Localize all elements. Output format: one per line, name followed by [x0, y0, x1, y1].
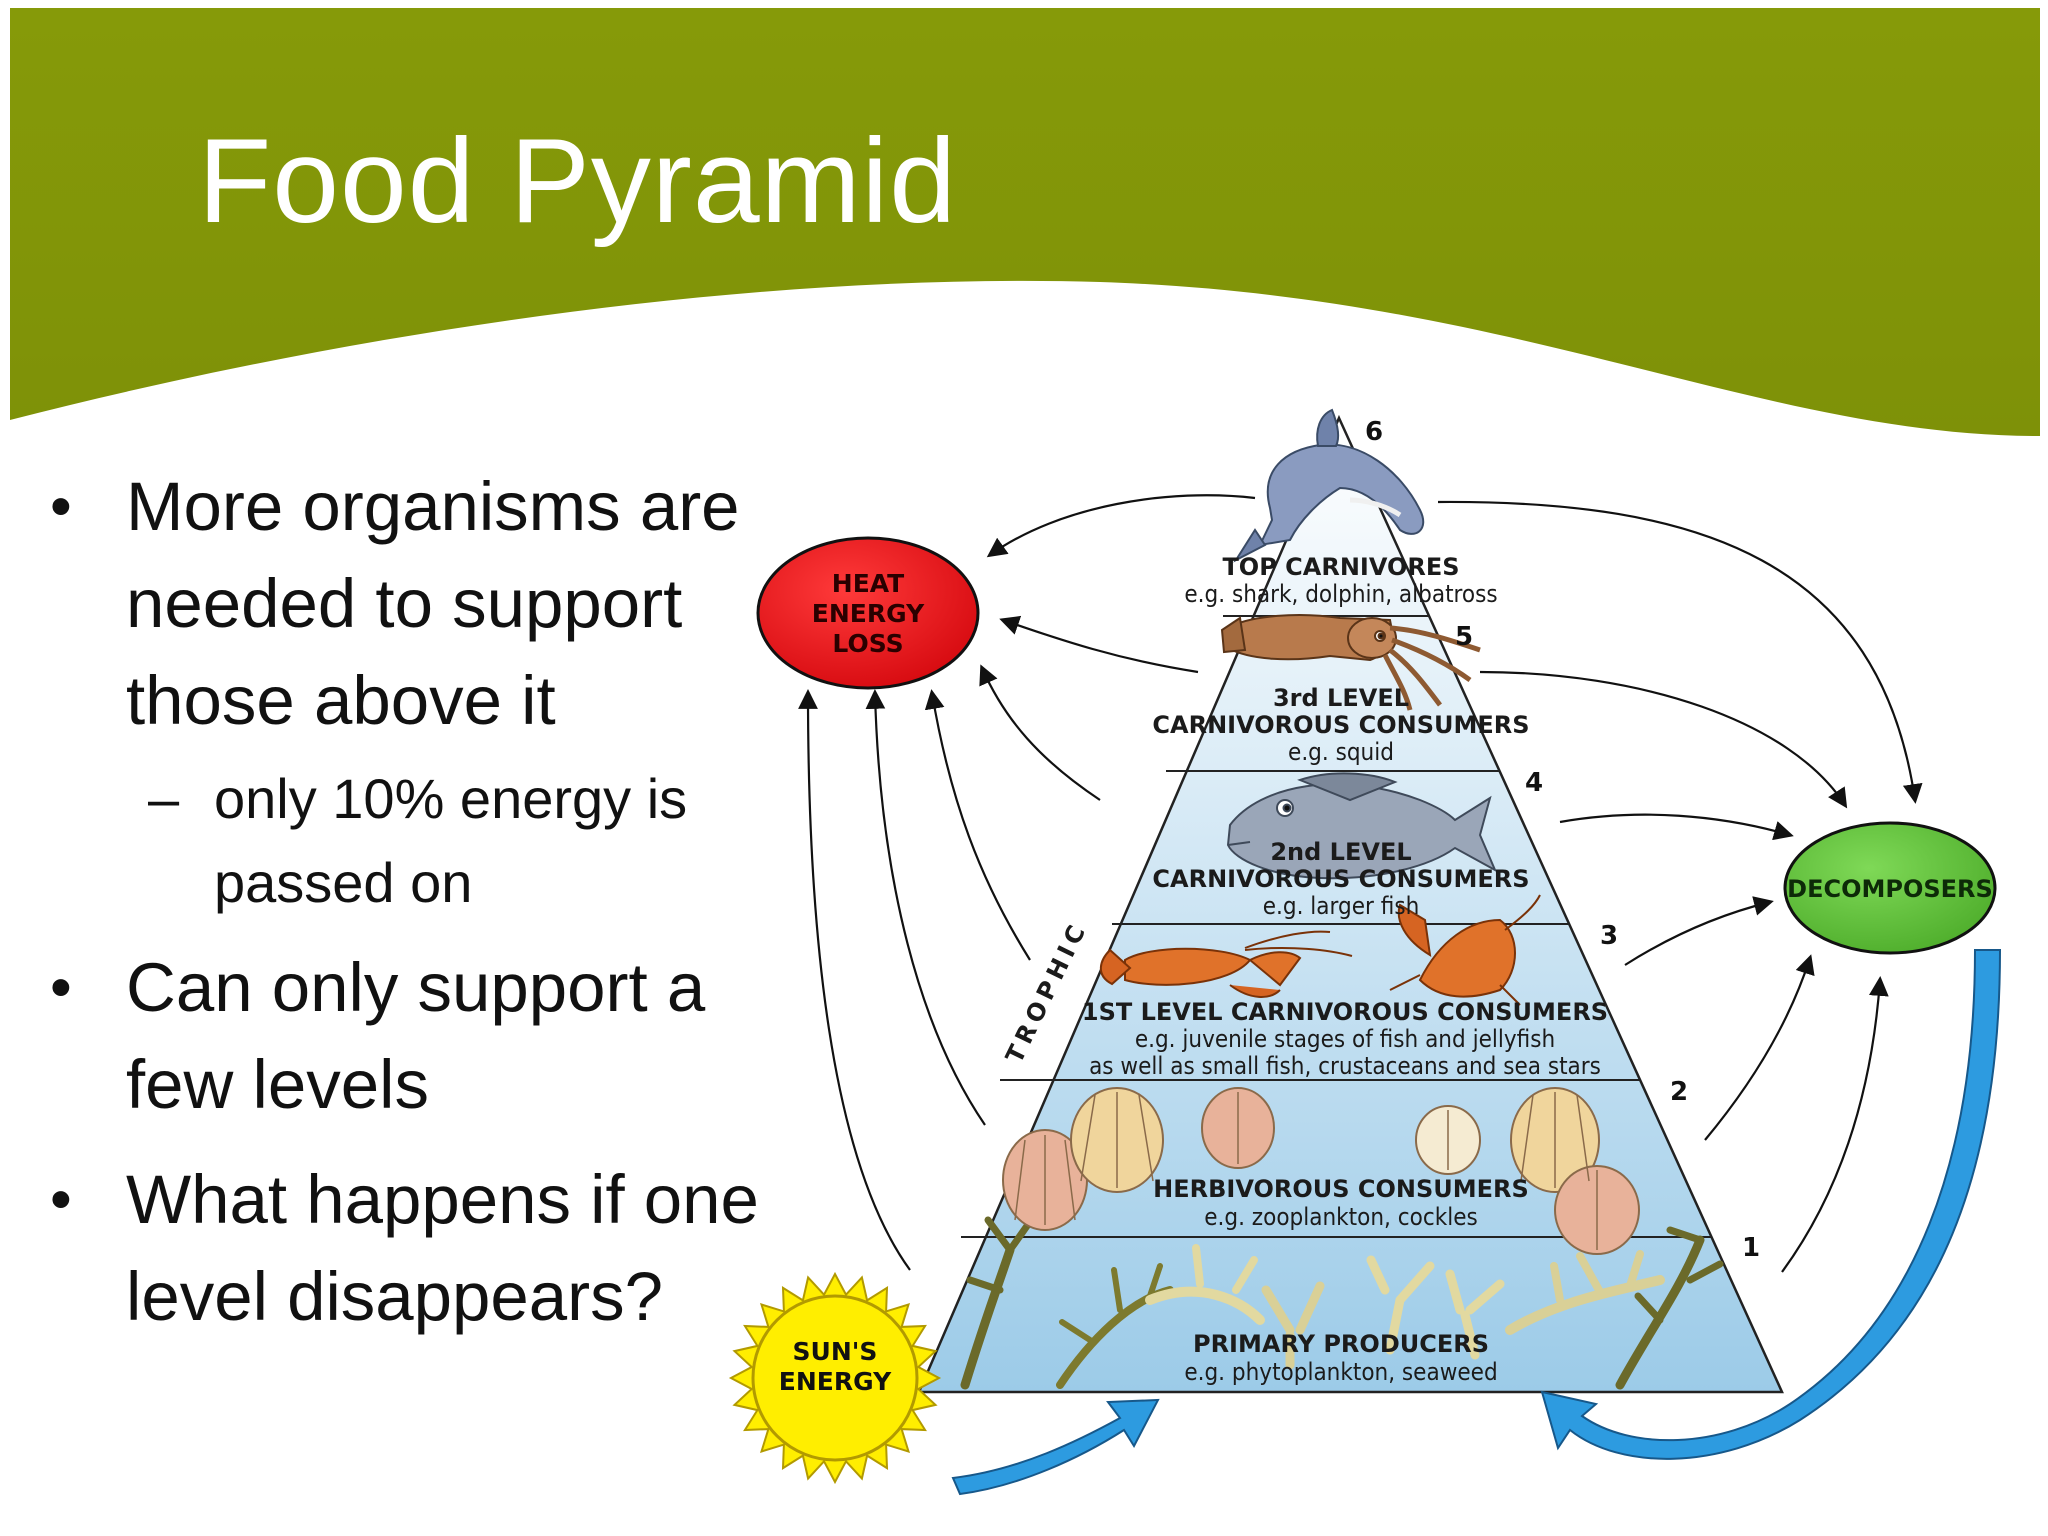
- level-2-title: HERBIVOROUS CONSUMERS: [1153, 1175, 1529, 1203]
- energy-cycle-arrows: [951, 949, 2002, 1496]
- level-numbers: 1 2 3 4 5 6: [1365, 417, 1760, 1263]
- bullet-line: More organisms are: [126, 468, 740, 545]
- arrow-decomp-level1: [1781, 976, 1889, 1273]
- sub-bullet-line: only 10% energy is: [214, 767, 688, 830]
- sun-to-producers-arrow: [951, 1398, 1160, 1496]
- bullet-line: level disappears?: [126, 1258, 664, 1335]
- seaweed-icon: [960, 1212, 1724, 1390]
- bullet-list: • More organisms are needed to support t…: [44, 458, 824, 1345]
- level-5-title-line: 3rd LEVEL: [1273, 684, 1409, 712]
- bullet-marker: •: [50, 1165, 72, 1234]
- level-number-5: 5: [1455, 622, 1473, 652]
- level-number-2: 2: [1670, 1077, 1688, 1107]
- decomposers-label: DECOMPOSERS: [1787, 875, 1993, 903]
- fish-icon: [1226, 772, 1498, 880]
- heat-energy-loss-node: HEAT ENERGY LOSS: [756, 536, 980, 690]
- arrow-heat-level2: [865, 689, 986, 1126]
- level-number-4: 4: [1525, 768, 1543, 798]
- level-1-title: PRIMARY PRODUCERS: [1193, 1330, 1489, 1358]
- arrow-decomp-level2: [1704, 954, 1815, 1141]
- header-band: [10, 8, 2040, 436]
- bullet-item: • More organisms are needed to support t…: [44, 458, 824, 749]
- bullet-line: Can only support a: [126, 949, 706, 1026]
- bullet-line: What happens if one: [126, 1161, 759, 1238]
- level-3-example-line: as well as small fish, crustaceans and s…: [1089, 1052, 1601, 1080]
- bullet-line: few levels: [126, 1046, 429, 1123]
- level-6-title: TOP CARNIVORES: [1222, 553, 1459, 581]
- sub-bullet-marker: –: [148, 767, 180, 830]
- arrow-decomp-level3: [1624, 896, 1774, 966]
- crayfish-icon: [1099, 894, 1541, 1006]
- decomposer-arrows: [1437, 500, 1923, 1273]
- bullet-marker: •: [50, 953, 72, 1022]
- sun-label-line: SUN'S: [793, 1337, 878, 1366]
- level-4-title-line: 2nd LEVEL: [1270, 838, 1411, 866]
- decomposers-to-producers-arrow: [1540, 949, 2002, 1460]
- sub-bullet-item: – only 10% energy is passed on: [44, 757, 824, 925]
- sun-label-line: ENERGY: [779, 1367, 892, 1396]
- bullet-line: those above it: [126, 662, 556, 739]
- level-number-3: 3: [1600, 921, 1618, 951]
- dolphin-icon: [1233, 408, 1425, 563]
- level-number-1: 1: [1742, 1233, 1760, 1263]
- level-5-example: e.g. squid: [1288, 738, 1394, 766]
- level-1-example: e.g. phytoplankton, seaweed: [1184, 1358, 1497, 1386]
- bullet-marker: •: [50, 472, 72, 541]
- heat-loss-label-line: ENERGY: [812, 599, 925, 628]
- arrow-heat-level1: [798, 689, 911, 1271]
- shell-icon: [1002, 1087, 1640, 1255]
- level-4-example: e.g. larger fish: [1263, 892, 1420, 920]
- arrow-heat-level6: [986, 494, 1256, 558]
- heat-loss-arrows: [798, 494, 1256, 1271]
- sub-bullet-line: passed on: [214, 851, 473, 914]
- bullet-item: • Can only support a few levels: [44, 939, 824, 1133]
- header-wave-shape: [10, 8, 2040, 436]
- slide-title: Food Pyramid: [198, 114, 957, 248]
- heat-loss-label-line: HEAT: [832, 569, 904, 598]
- level-3-example-line: e.g. juvenile stages of fish and jellyfi…: [1135, 1025, 1555, 1053]
- level-number-6: 6: [1365, 417, 1383, 447]
- sun-icon: SUN'S ENERGY: [728, 1271, 942, 1485]
- decomposers-node: DECOMPOSERS: [1783, 821, 1997, 955]
- arrow-heat-level4: [979, 664, 1101, 801]
- level-4-title-line: CARNIVOROUS CONSUMERS: [1152, 865, 1529, 893]
- bullet-line: needed to support: [126, 565, 683, 642]
- arrow-heat-level5: [999, 615, 1199, 674]
- squid-icon: [1220, 614, 1481, 711]
- arrow-decomp-level6: [1437, 500, 1923, 804]
- level-6-example: e.g. shark, dolphin, albatross: [1184, 580, 1497, 608]
- level-3-title: 1ST LEVEL CARNIVOROUS CONSUMERS: [1082, 998, 1608, 1026]
- arrow-decomp-level5: [1479, 670, 1848, 809]
- heat-loss-label-line: LOSS: [832, 629, 903, 658]
- level-5-title-line: CARNIVOROUS CONSUMERS: [1152, 711, 1529, 739]
- arrow-heat-level3: [924, 689, 1031, 961]
- level-2-example: e.g. zooplankton, cockles: [1204, 1203, 1478, 1231]
- arrow-decomp-level4: [1559, 813, 1794, 841]
- bullet-item: • What happens if one level disappears?: [44, 1151, 824, 1345]
